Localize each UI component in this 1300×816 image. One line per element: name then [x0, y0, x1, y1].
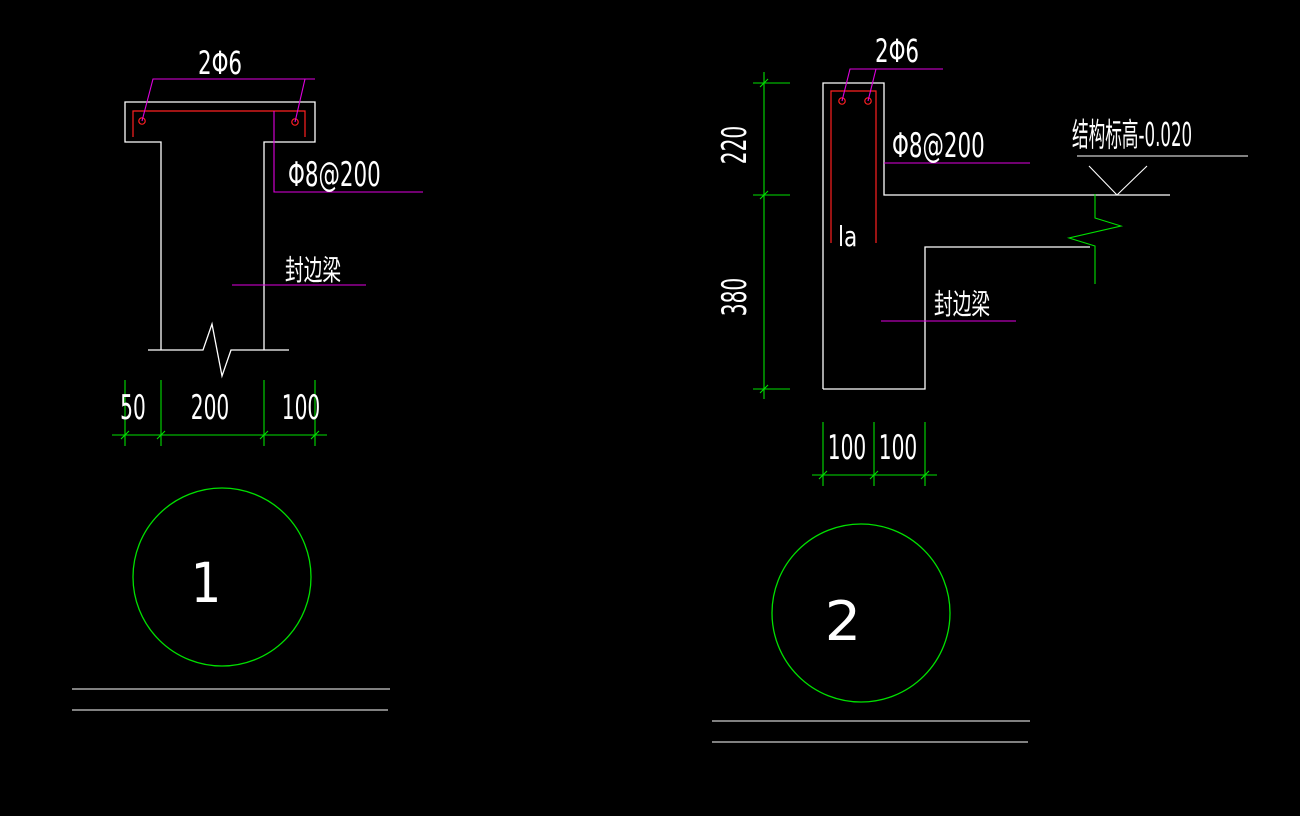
detail-2-horizontal-dimensions [812, 422, 937, 486]
detail-2: 2Φ6 Φ8@200 结构标高-0.020 la 封边梁 220 380 100… [712, 32, 1248, 743]
detail-2-elevation-label: 结构标高-0.020 [1072, 117, 1192, 155]
detail-2-top-rebar-label: 2Φ6 [875, 32, 919, 70]
detail-1-outline [124, 101, 316, 379]
detail-1-dim-200: 200 [191, 387, 229, 427]
detail-2-stirrup-label: Φ8@200 [892, 126, 985, 165]
detail-2-break-line [1066, 194, 1124, 284]
detail-1: 2Φ6 Φ8@200 封边梁 50 200 100 1 [72, 44, 423, 711]
detail-1-rebar [132, 110, 306, 137]
detail-2-marker: 2 [771, 523, 951, 703]
detail-2-dim-380: 380 [714, 278, 754, 316]
detail-1-number: 1 [191, 552, 222, 616]
detail-1-marker: 1 [132, 487, 312, 667]
detail-1-dim-100: 100 [282, 387, 320, 427]
detail-2-elevation-symbol [1077, 155, 1248, 196]
detail-1-beam-name: 封边梁 [285, 254, 341, 287]
detail-1-leaders [141, 78, 423, 286]
detail-1-stirrup-label: Φ8@200 [288, 155, 381, 194]
detail-1-marker-circle [132, 487, 312, 667]
detail-2-dim-220: 220 [714, 126, 754, 164]
detail-2-beam-name: 封边梁 [934, 288, 990, 321]
detail-1-top-rebar-label: 2Φ6 [198, 44, 242, 82]
detail-2-outline [822, 82, 1170, 390]
detail-1-dim-50: 50 [120, 387, 146, 427]
detail-2-marker-circle [771, 523, 951, 703]
detail-2-vertical-dimensions [753, 72, 790, 399]
detail-2-dim-100-right: 100 [879, 427, 917, 467]
detail-2-number: 2 [825, 590, 861, 653]
detail-2-leaders [841, 68, 1030, 322]
detail-1-dimensions [112, 380, 327, 446]
detail-2-dim-100-left: 100 [828, 427, 866, 467]
detail-2-anchorage-label: la [838, 220, 857, 252]
detail-2-rebar [830, 90, 877, 243]
